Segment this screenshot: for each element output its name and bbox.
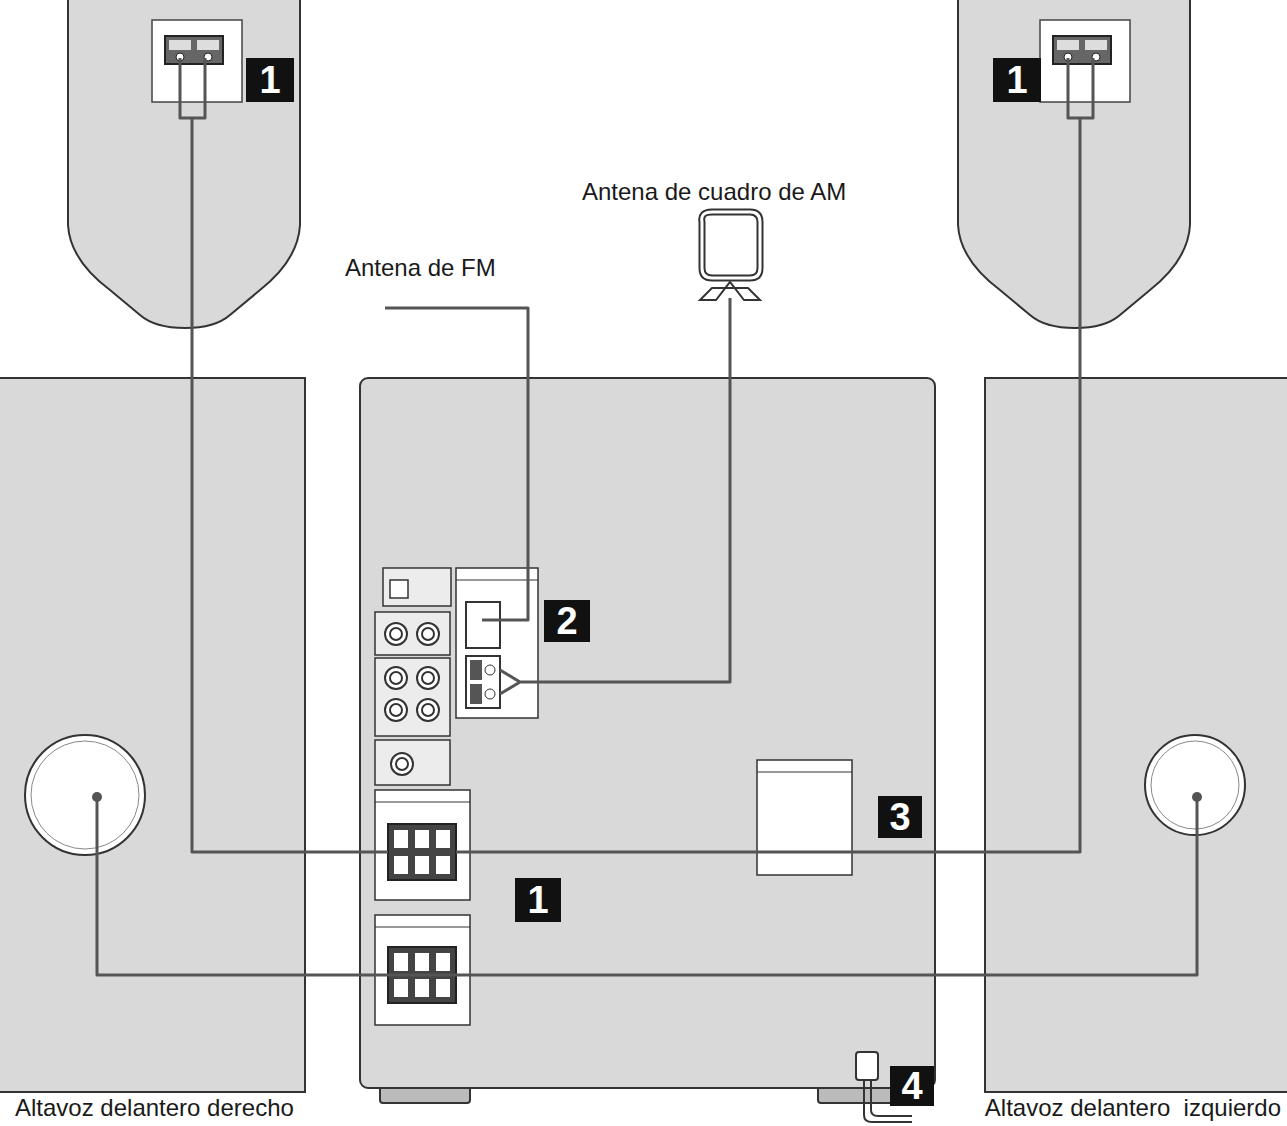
wire-end [92,792,102,802]
wires [97,58,1197,975]
speaker-wire [180,58,205,118]
main-unit [360,378,935,1122]
callout-number: 3 [878,796,922,838]
speaker-box: Altavoz delantero derecho [0,378,305,1092]
am-antenna-wire [500,298,730,694]
satellite-speaker [68,0,300,328]
antenna-label: Antena de cuadro de AM [580,178,848,206]
speaker-wire [192,118,388,852]
satellite-speaker [958,0,1190,328]
callout-number: 1 [515,878,561,922]
callout-number: 1 [993,58,1041,102]
fm-antenna-wire [385,308,528,620]
callout-number: 4 [890,1066,934,1106]
speaker-label: Altavoz delantero derecho [15,1094,294,1122]
front-speaker [985,378,1287,1092]
antenna-label: Antena de FM [343,254,498,282]
speaker-wire [456,118,1080,852]
speaker-label: Altavoz delantero izquierdo [985,1094,1281,1122]
speaker-wire [1068,58,1093,118]
speaker-wire [97,797,1197,975]
wire-end [1192,792,1202,802]
front-speaker [0,378,305,1092]
callout-number: 2 [544,600,590,642]
callout-number: 1 [246,58,294,102]
am-loop-antenna [700,212,760,300]
speaker-box: Altavoz delantero izquierdo [985,378,1287,1092]
